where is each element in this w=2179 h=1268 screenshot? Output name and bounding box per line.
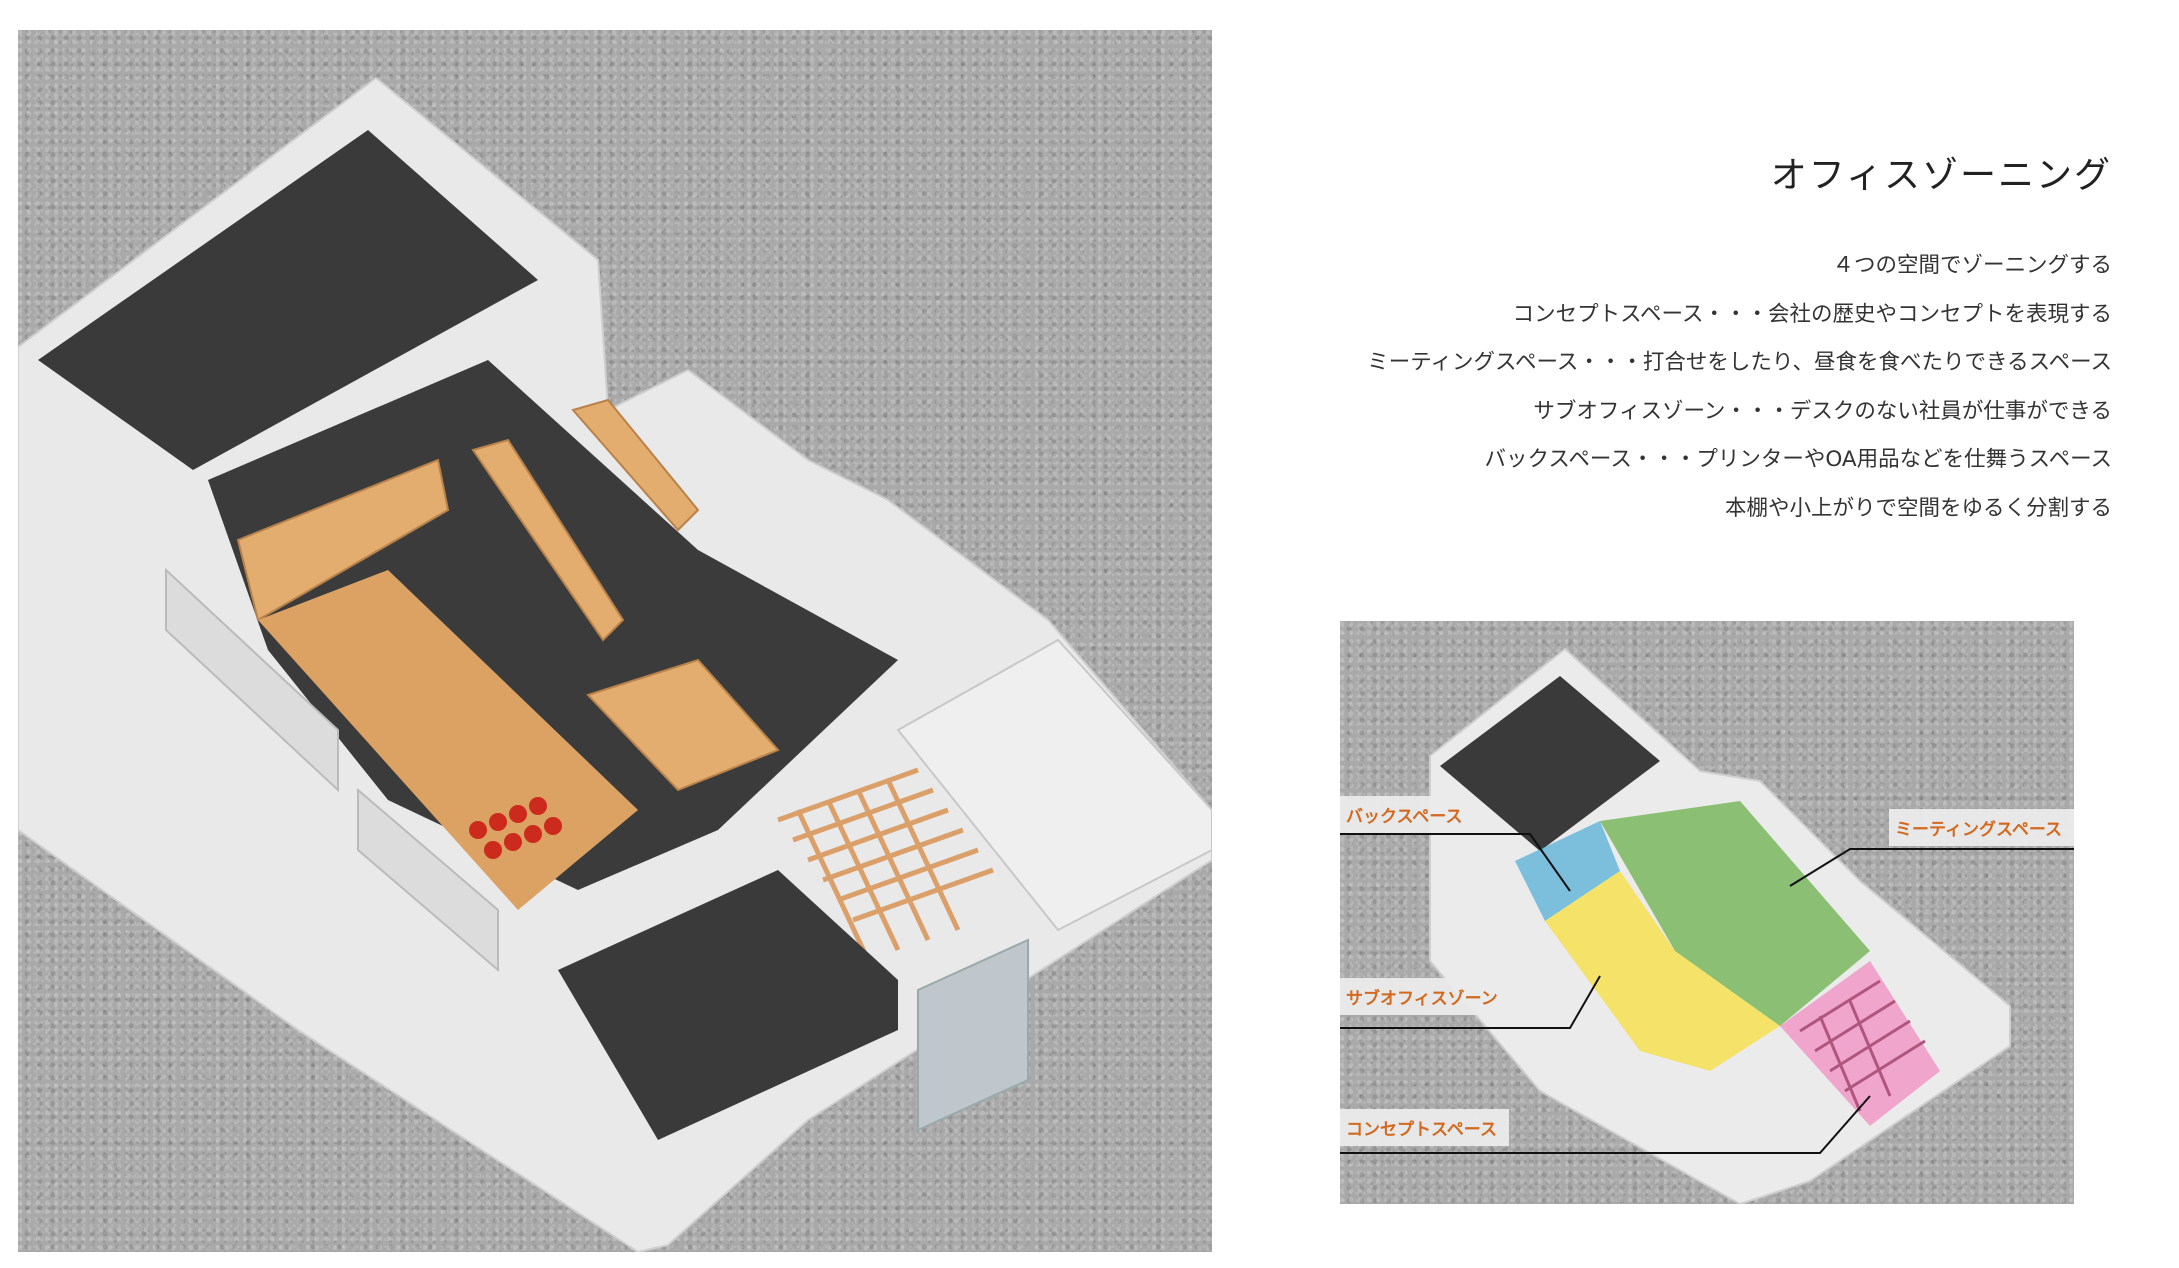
label-back-space: バックスペース — [1340, 796, 1475, 833]
zoning-map-graphic — [1340, 647, 2074, 1204]
office-render-graphic — [18, 76, 1212, 1252]
zone-meeting-space — [1600, 801, 1870, 1026]
description-list: ４つの空間でゾーニングする コンセプトスペース・・・会社の歴史やコンセプトを表現… — [1212, 242, 2112, 533]
description-line: ミーティングスペース・・・打合せをしたり、昼食を食べたりできるスペース — [1367, 350, 2112, 375]
zoning-map: バックスペース ミーティングスペース サブオフィスゾーン コンセプトスペース — [1340, 621, 2074, 1204]
description-line: 本棚や小上がりで空間をゆるく分割する — [1724, 495, 2112, 521]
label-meeting-space: ミーティングスペース — [1889, 809, 2074, 846]
label-concept-space: コンセプトスペース — [1340, 1109, 1509, 1146]
office-3d-render — [18, 30, 1212, 1252]
zone-back-space — [1515, 821, 1620, 921]
page-title: オフィスゾーニング — [1770, 155, 2112, 196]
description-line: ４つの空間でゾーニングする — [1832, 253, 2112, 278]
zone-concept-space — [1780, 961, 1940, 1126]
description-line: バックスペース・・・プリンターやOA用品などを仕舞うスペース — [1484, 447, 2112, 472]
zone-sub-office — [1545, 871, 1780, 1071]
description-line: コンセプトスペース・・・会社の歴史やコンセプトを表現する — [1512, 301, 2112, 327]
description-line: サブオフィスゾーン・・・デスクのない社員が仕事ができる — [1533, 398, 2112, 424]
label-sub-office: サブオフィスゾーン — [1340, 978, 1510, 1015]
